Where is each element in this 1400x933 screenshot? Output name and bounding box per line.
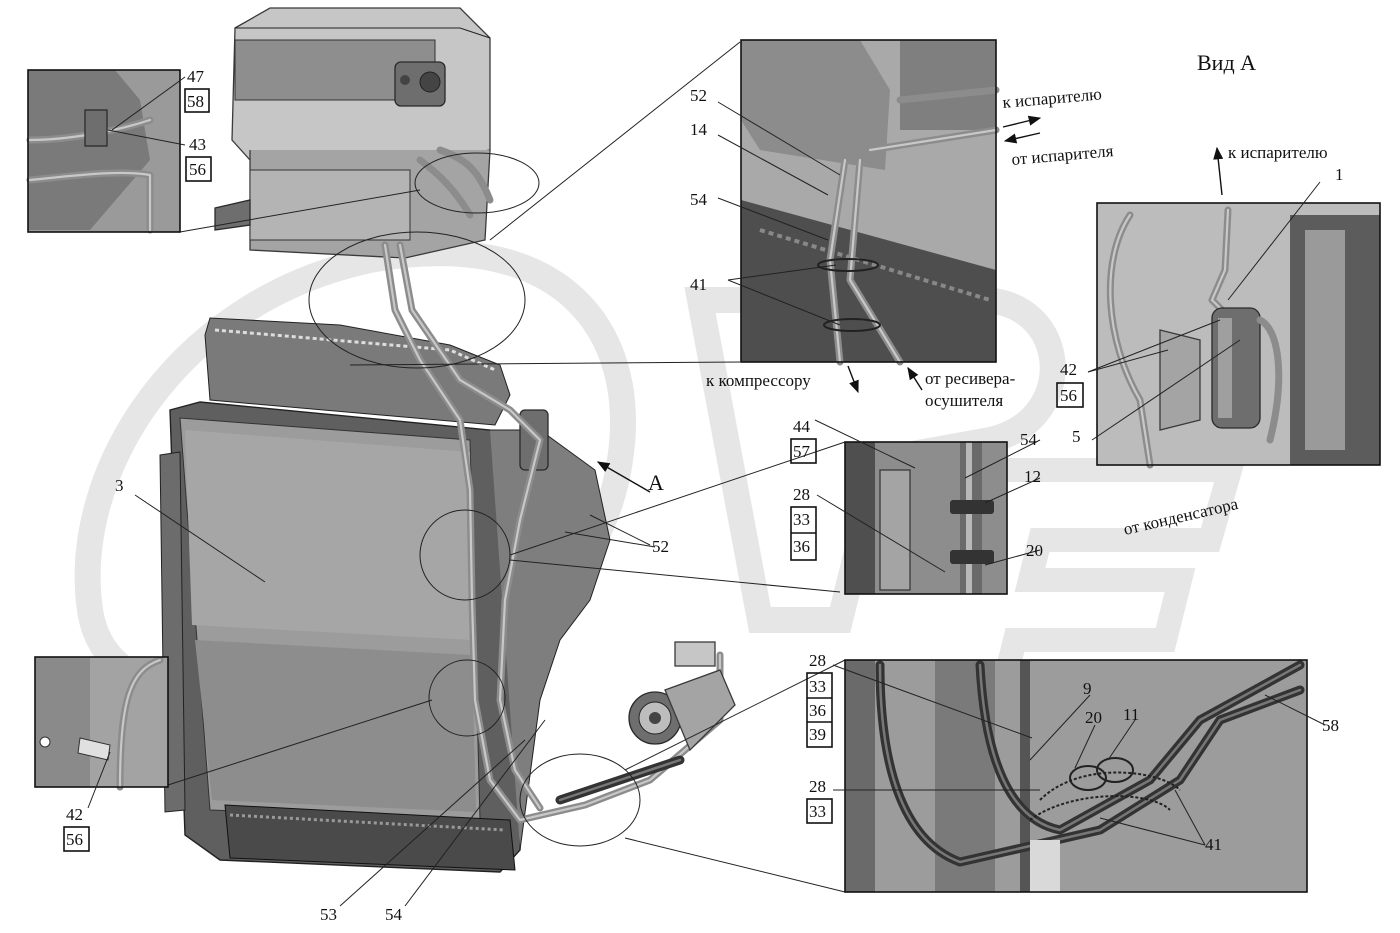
callout-36-mid: 36	[793, 537, 810, 556]
callout-41-br: 41	[1205, 835, 1222, 854]
label-to-compressor: к компрессору	[706, 371, 811, 390]
inset-bottom-right	[844, 659, 1308, 893]
to-evaporator-view-a-arrow	[1213, 146, 1224, 196]
callout-39: 39	[809, 725, 826, 744]
callout-ellipse-low	[428, 659, 506, 737]
callout-56-va: 56	[1060, 386, 1077, 405]
label-from-evaporator: от испарителя	[1011, 141, 1115, 169]
labels: Вид А к испарителю от испарителя к испар…	[63, 50, 1344, 924]
radiator-core	[159, 317, 611, 873]
callout-9: 9	[1083, 679, 1092, 698]
label-to-evaporator: к испарителю	[1002, 84, 1103, 112]
callout-52-main: 52	[652, 537, 669, 556]
callout-43: 43	[189, 135, 206, 154]
inset-top-center	[740, 39, 1000, 366]
callout-11: 11	[1123, 705, 1139, 724]
callout-28-br-b: 28	[809, 777, 826, 796]
callout-57: 57	[793, 442, 811, 461]
view-a-title: Вид А	[1197, 50, 1256, 75]
label-from-receiver-2: осушителя	[925, 391, 1003, 410]
callout-box-33-br-b	[806, 798, 833, 824]
compressor	[628, 641, 736, 752]
to-evaporator-arrow	[1002, 115, 1042, 128]
arrows	[596, 115, 1224, 493]
callout-1: 1	[1335, 165, 1344, 184]
callout-box-56-bl	[63, 826, 90, 852]
callout-42-bl: 42	[66, 805, 83, 824]
callout-44: 44	[793, 417, 811, 436]
callout-33-br-b: 33	[809, 802, 826, 821]
callout-54-mid: 54	[1020, 430, 1038, 449]
callout-41-top: 41	[690, 275, 707, 294]
callout-12: 12	[1024, 467, 1041, 486]
callout-33-br-a: 33	[809, 677, 826, 696]
from-receiver-arrow	[907, 366, 923, 391]
callout-28-mid: 28	[793, 485, 810, 504]
inset-view-a	[1096, 202, 1381, 469]
label-from-receiver-1: от ресивера-	[925, 369, 1016, 388]
callout-box-58-tl	[184, 88, 210, 113]
callout-33-mid: 33	[793, 510, 810, 529]
callout-14: 14	[690, 120, 708, 139]
callout-box-56-tl	[185, 156, 212, 182]
callout-ellipse-top	[308, 231, 526, 369]
callout-20-mid: 20	[1026, 541, 1043, 560]
callout-box-57	[790, 438, 817, 464]
callout-box-33-39	[806, 672, 833, 748]
zoom-connector-lines	[167, 41, 846, 893]
callout-ellipse-evap	[414, 152, 540, 214]
inset-bottom-left	[34, 656, 169, 791]
callout-54-inset: 54	[690, 190, 708, 209]
callout-3: 3	[115, 476, 124, 495]
callout-56-tl: 56	[189, 160, 206, 179]
callout-box-56-va	[1056, 382, 1084, 408]
callout-53: 53	[320, 905, 337, 924]
label-to-evaporator-view-a: к испарителю	[1228, 143, 1328, 162]
callout-58-tl: 58	[187, 92, 204, 111]
inset-middle	[844, 441, 1008, 595]
main-assembly	[159, 7, 736, 873]
callout-ellipse-bottom	[519, 753, 641, 847]
callout-58-br: 58	[1322, 716, 1339, 735]
main-pipes	[381, 241, 724, 824]
view-a-arrow	[596, 461, 651, 493]
callout-20-br: 20	[1085, 708, 1102, 727]
from-evaporator-arrow	[1003, 132, 1041, 144]
callout-56-bl: 56	[66, 830, 83, 849]
view-a-marker: A	[648, 470, 664, 495]
evaporator-unit	[214, 7, 494, 259]
leader-lines	[87, 76, 1326, 907]
callout-47: 47	[187, 67, 205, 86]
callout-36-br: 36	[809, 701, 826, 720]
to-compressor-arrow	[847, 365, 859, 394]
callout-28-br-a: 28	[809, 651, 826, 670]
inset-top-left	[26, 69, 181, 234]
callout-54-main: 54	[385, 905, 403, 924]
callout-5: 5	[1072, 427, 1081, 446]
callout-42-va: 42	[1060, 360, 1077, 379]
callout-52-inset: 52	[690, 86, 707, 105]
